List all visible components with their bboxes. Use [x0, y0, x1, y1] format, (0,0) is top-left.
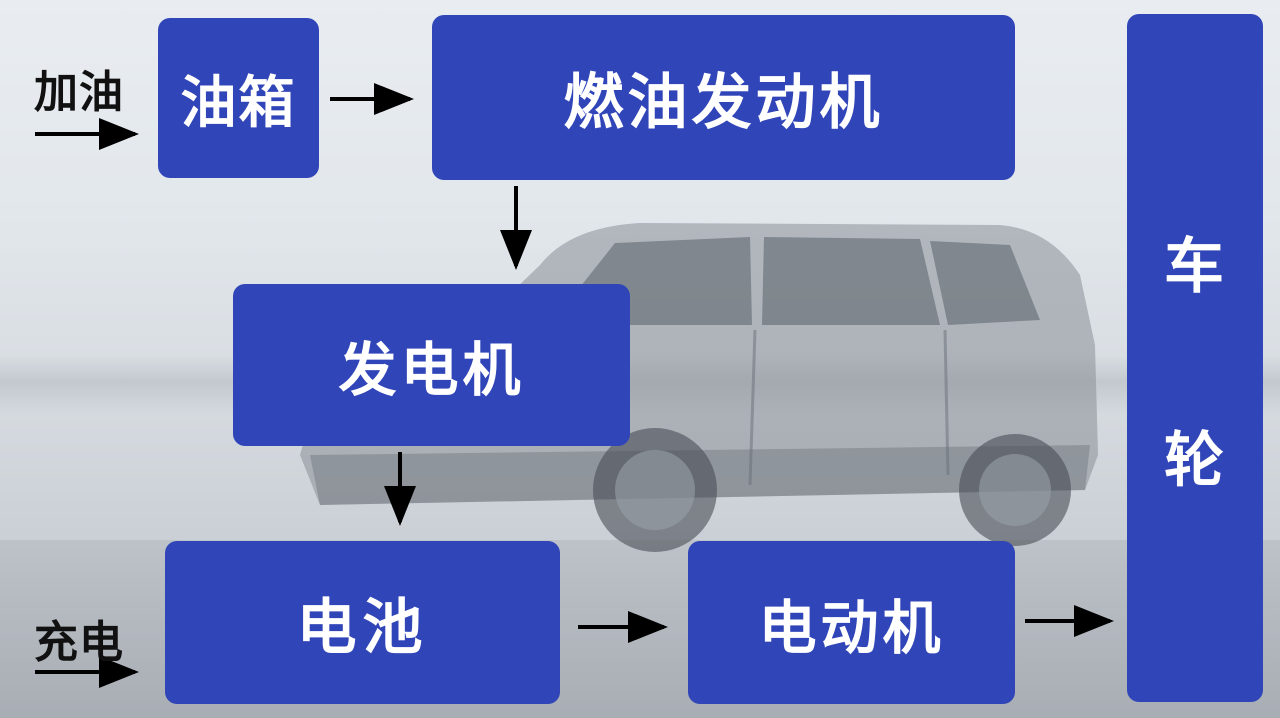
fuel-engine-label: 燃油发动机 [563, 68, 884, 138]
wheel-box: 车 轮 [1127, 14, 1263, 702]
charge-label: 充电 [34, 617, 124, 668]
wheel-label-top: 车 [1164, 231, 1226, 302]
fuel-tank-box: 油箱 [158, 18, 319, 178]
generator-box: 发电机 [233, 284, 630, 446]
fuel-tank-label: 油箱 [180, 70, 297, 136]
wheel-label-bottom: 轮 [1164, 425, 1226, 496]
electric-motor-box: 电动机 [688, 541, 1015, 704]
electric-motor-label: 电动机 [758, 593, 945, 662]
battery-label: 电池 [296, 593, 429, 663]
battery-box: 电池 [165, 541, 560, 704]
car-image [300, 223, 1098, 552]
fuel-engine-box: 燃油发动机 [432, 15, 1015, 180]
refuel-label: 加油 [34, 67, 124, 118]
generator-label: 发电机 [338, 336, 525, 404]
